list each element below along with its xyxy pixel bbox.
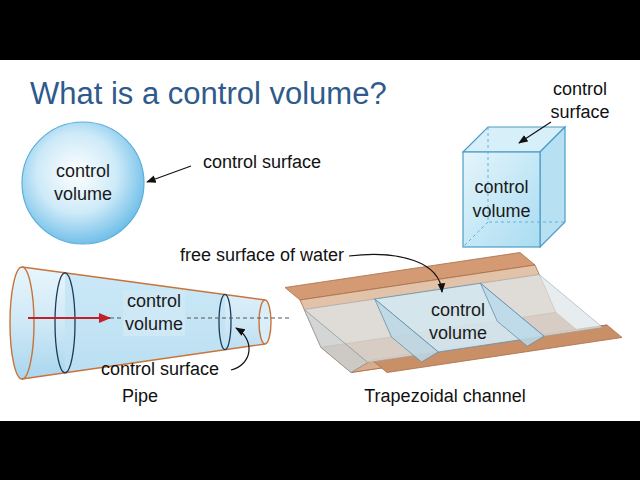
control-volume-circle: control volume (21, 121, 145, 245)
leader-arrow (147, 166, 191, 182)
control-surface-section (55, 273, 75, 373)
slide-title: What is a control volume? (30, 76, 387, 112)
pipe-outlet (259, 300, 271, 344)
flow-arrow (28, 317, 110, 319)
control-surface-section (219, 294, 231, 349)
control-surface-section (375, 299, 439, 362)
figure-caption: Trapezoidal channel (364, 385, 525, 408)
circle-outline (21, 121, 145, 245)
pipe-control-volume-fill (65, 273, 225, 373)
channel-drawing (285, 253, 622, 373)
node-label: control volume (54, 160, 112, 207)
control-surface-circle (22, 122, 144, 244)
node-label: control volume (429, 299, 487, 346)
leader-arrow (519, 122, 551, 143)
control-surface-section (480, 283, 544, 346)
node-label: control volume (472, 176, 530, 223)
bottom-bar (0, 421, 640, 480)
pipe-inlet (10, 267, 34, 379)
cube-side-face (540, 127, 565, 247)
callout-label: control surface (203, 151, 321, 174)
control-volume-region: control volume (110, 286, 198, 341)
node-label: control volume (123, 290, 185, 337)
top-bar (0, 0, 640, 60)
control-volume-region: control volume (418, 295, 498, 350)
cube-front-face (463, 152, 540, 247)
callout-label: free surface of water (180, 244, 344, 267)
leader-arrow (349, 255, 442, 293)
callout-label: control surface (550, 78, 609, 125)
callout-label: control surface (101, 358, 219, 381)
cube-hidden-edges (463, 127, 565, 247)
control-volume-region: control volume (463, 152, 540, 247)
water-end-section (304, 310, 368, 373)
cube-drawing (463, 127, 565, 247)
figure-caption: Pipe (122, 385, 158, 408)
leader-arrow (231, 328, 249, 370)
